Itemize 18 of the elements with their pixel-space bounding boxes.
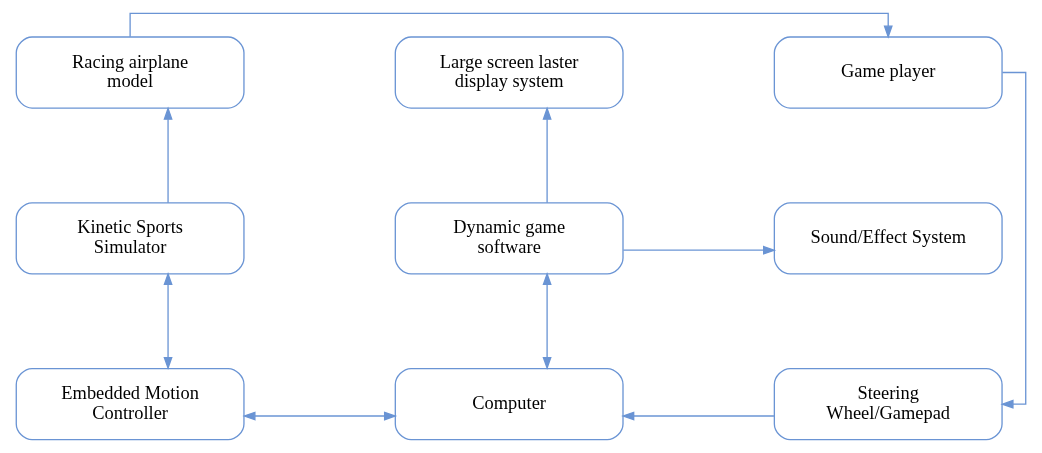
node-box: Dynamic game software — [394, 202, 624, 275]
node-box: Kinetic Sports Simulator — [15, 202, 245, 275]
node-box: Game player — [773, 36, 1003, 109]
arrow — [242, 411, 398, 421]
arrow — [622, 245, 777, 255]
node-box: Sound/Effect System — [773, 202, 1003, 275]
arrow — [1000, 71, 1027, 409]
arrow — [542, 271, 552, 371]
node-box: Embedded Motion Controller — [15, 367, 245, 441]
arrow — [542, 106, 552, 204]
arrow — [129, 12, 893, 39]
node-box: Steering Wheel/Gamepad — [773, 367, 1003, 441]
node-box: Racing airplane model — [15, 36, 245, 109]
node-box: Computer — [394, 367, 624, 441]
arrow — [163, 106, 173, 204]
arrow — [163, 271, 173, 371]
arrow — [621, 411, 775, 421]
node-box: Large screen laster display system — [394, 36, 624, 109]
